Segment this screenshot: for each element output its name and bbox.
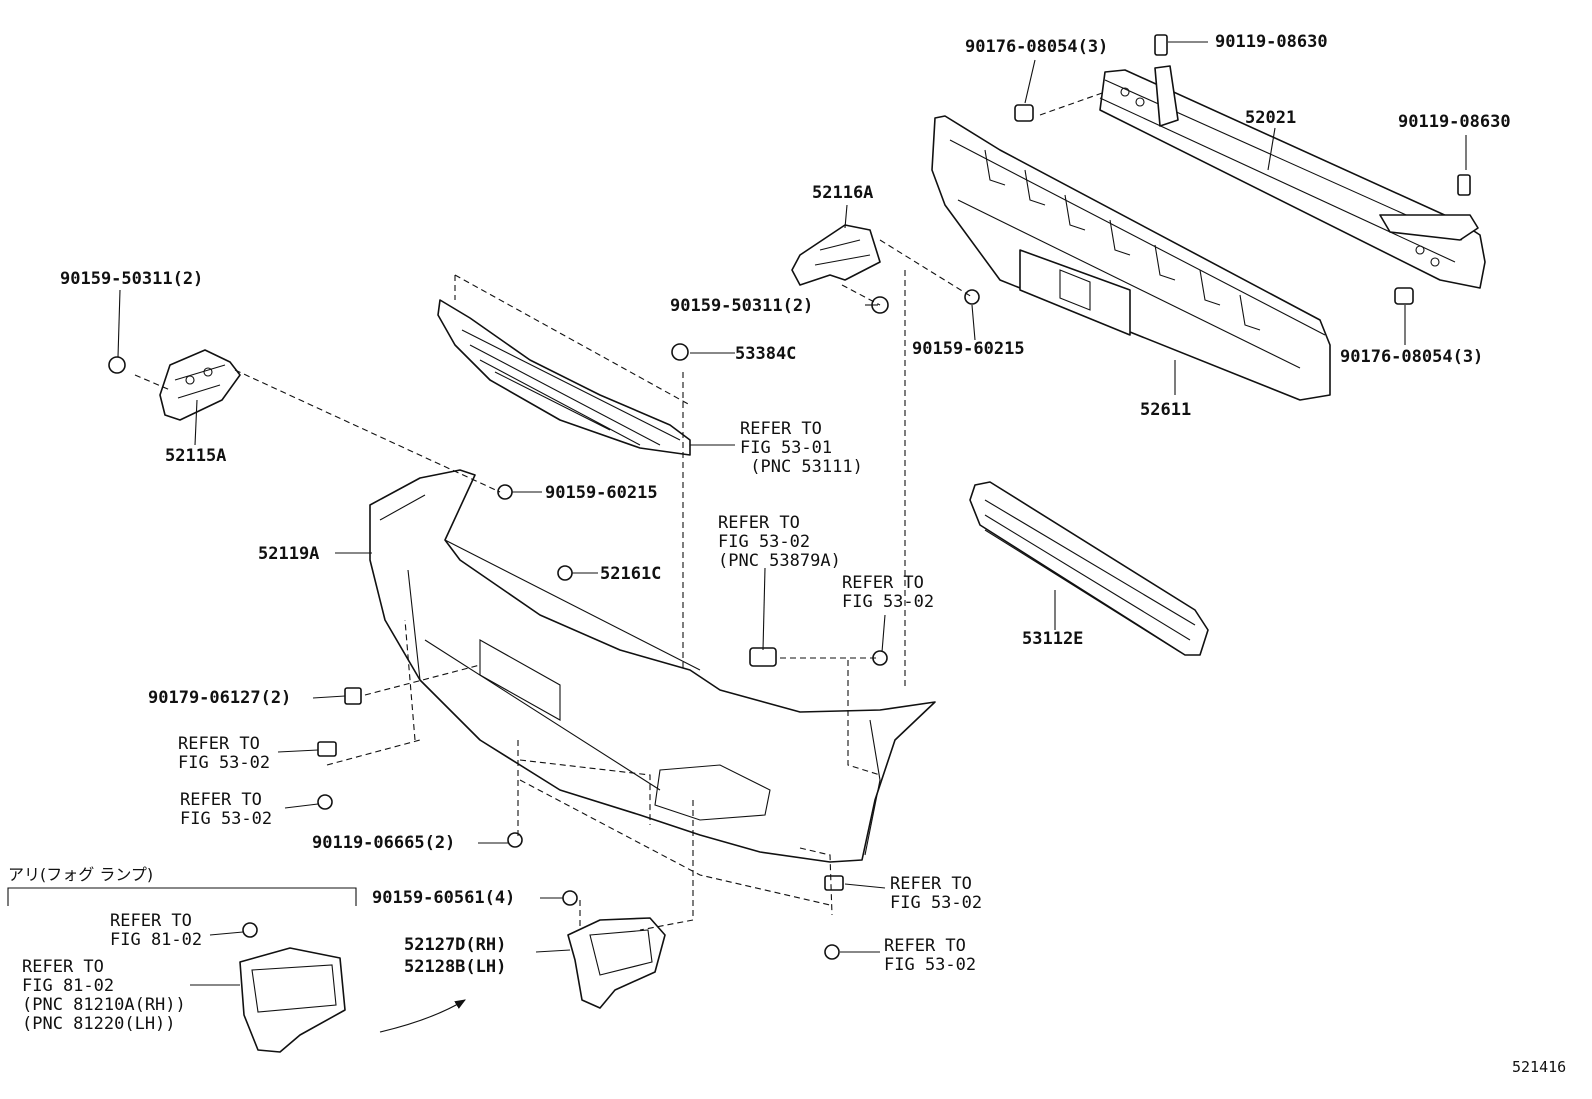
- fog-lamp-cover-52127D: [567, 917, 666, 1009]
- upper-radiator-grille: [437, 299, 691, 456]
- label-90176-08054-right: 90176-08054(3): [1340, 347, 1484, 367]
- label-figure-number: 521416: [1512, 1058, 1567, 1076]
- label-refer-fig-53-02-c: REFER TO FIG 53-02: [180, 790, 273, 829]
- label-53384C: 53384C: [735, 344, 797, 364]
- label-refer-fig-53-02-b: REFER TO FIG 53-02: [178, 734, 271, 773]
- label-refer-fig-53-02-a: REFER TO FIG 53-02: [842, 573, 935, 612]
- bumper-reinforcement-52021: [1099, 65, 1486, 289]
- label-53112E: 53112E: [1022, 629, 1084, 649]
- label-52021: 52021: [1245, 108, 1297, 128]
- label-52611: 52611: [1140, 400, 1192, 420]
- label-52119A: 52119A: [258, 544, 320, 564]
- label-90159-50311-mid: 90159-50311(2): [670, 296, 814, 316]
- label-90159-60215-left: 90159-60215: [545, 483, 658, 503]
- label-90159-60215-right: 90159-60215: [912, 339, 1025, 359]
- label-90159-50311-left: 90159-50311(2): [60, 269, 204, 289]
- label-90159-60561: 90159-60561(4): [372, 888, 516, 908]
- label-52161C: 52161C: [600, 564, 662, 584]
- label-refer-fig-81-02-pnc: REFER TO FIG 81-02 (PNC 81210A(RH)) (PNC…: [22, 957, 186, 1034]
- label-refer-fig-53-02-e: REFER TO FIG 53-02: [884, 936, 977, 975]
- label-90119-08630-top: 90119-08630: [1215, 32, 1328, 52]
- label-fog-lamp-option: アリ(フォグ ランプ): [8, 865, 154, 884]
- label-52115A: 52115A: [165, 446, 227, 466]
- retainer-52115A: [159, 349, 241, 421]
- label-refer-fig-53-02-pnc: REFER TO FIG 53-02 (PNC 53879A): [718, 513, 841, 571]
- label-52128B: 52128B(LH): [404, 957, 507, 977]
- leader-lines: [117, 41, 1467, 986]
- label-refer-fig-81-02-a: REFER TO FIG 81-02: [110, 911, 203, 950]
- option-section-bracket: [7, 887, 357, 906]
- curved-arrow: [379, 999, 466, 1033]
- label-90119-08630-right: 90119-08630: [1398, 112, 1511, 132]
- fog-lamp-assembly: [239, 947, 346, 1053]
- label-52127D: 52127D(RH): [404, 935, 507, 955]
- energy-absorber-52611: [931, 115, 1331, 401]
- alignment-dashes: [134, 91, 1106, 931]
- label-90176-08054-top: 90176-08054(3): [965, 37, 1109, 57]
- label-90179-06127: 90179-06127(2): [148, 688, 292, 708]
- retainer-52116A: [791, 224, 881, 286]
- label-refer-fig-53-01: REFER TO FIG 53-01 (PNC 53111): [740, 419, 863, 477]
- lower-grille-53112E: [969, 481, 1209, 656]
- label-90119-06665: 90119-06665(2): [312, 833, 456, 853]
- label-52116A: 52116A: [812, 183, 874, 203]
- label-refer-fig-53-02-d: REFER TO FIG 53-02: [890, 874, 983, 913]
- front-bumper-cover-52119A: [369, 469, 936, 863]
